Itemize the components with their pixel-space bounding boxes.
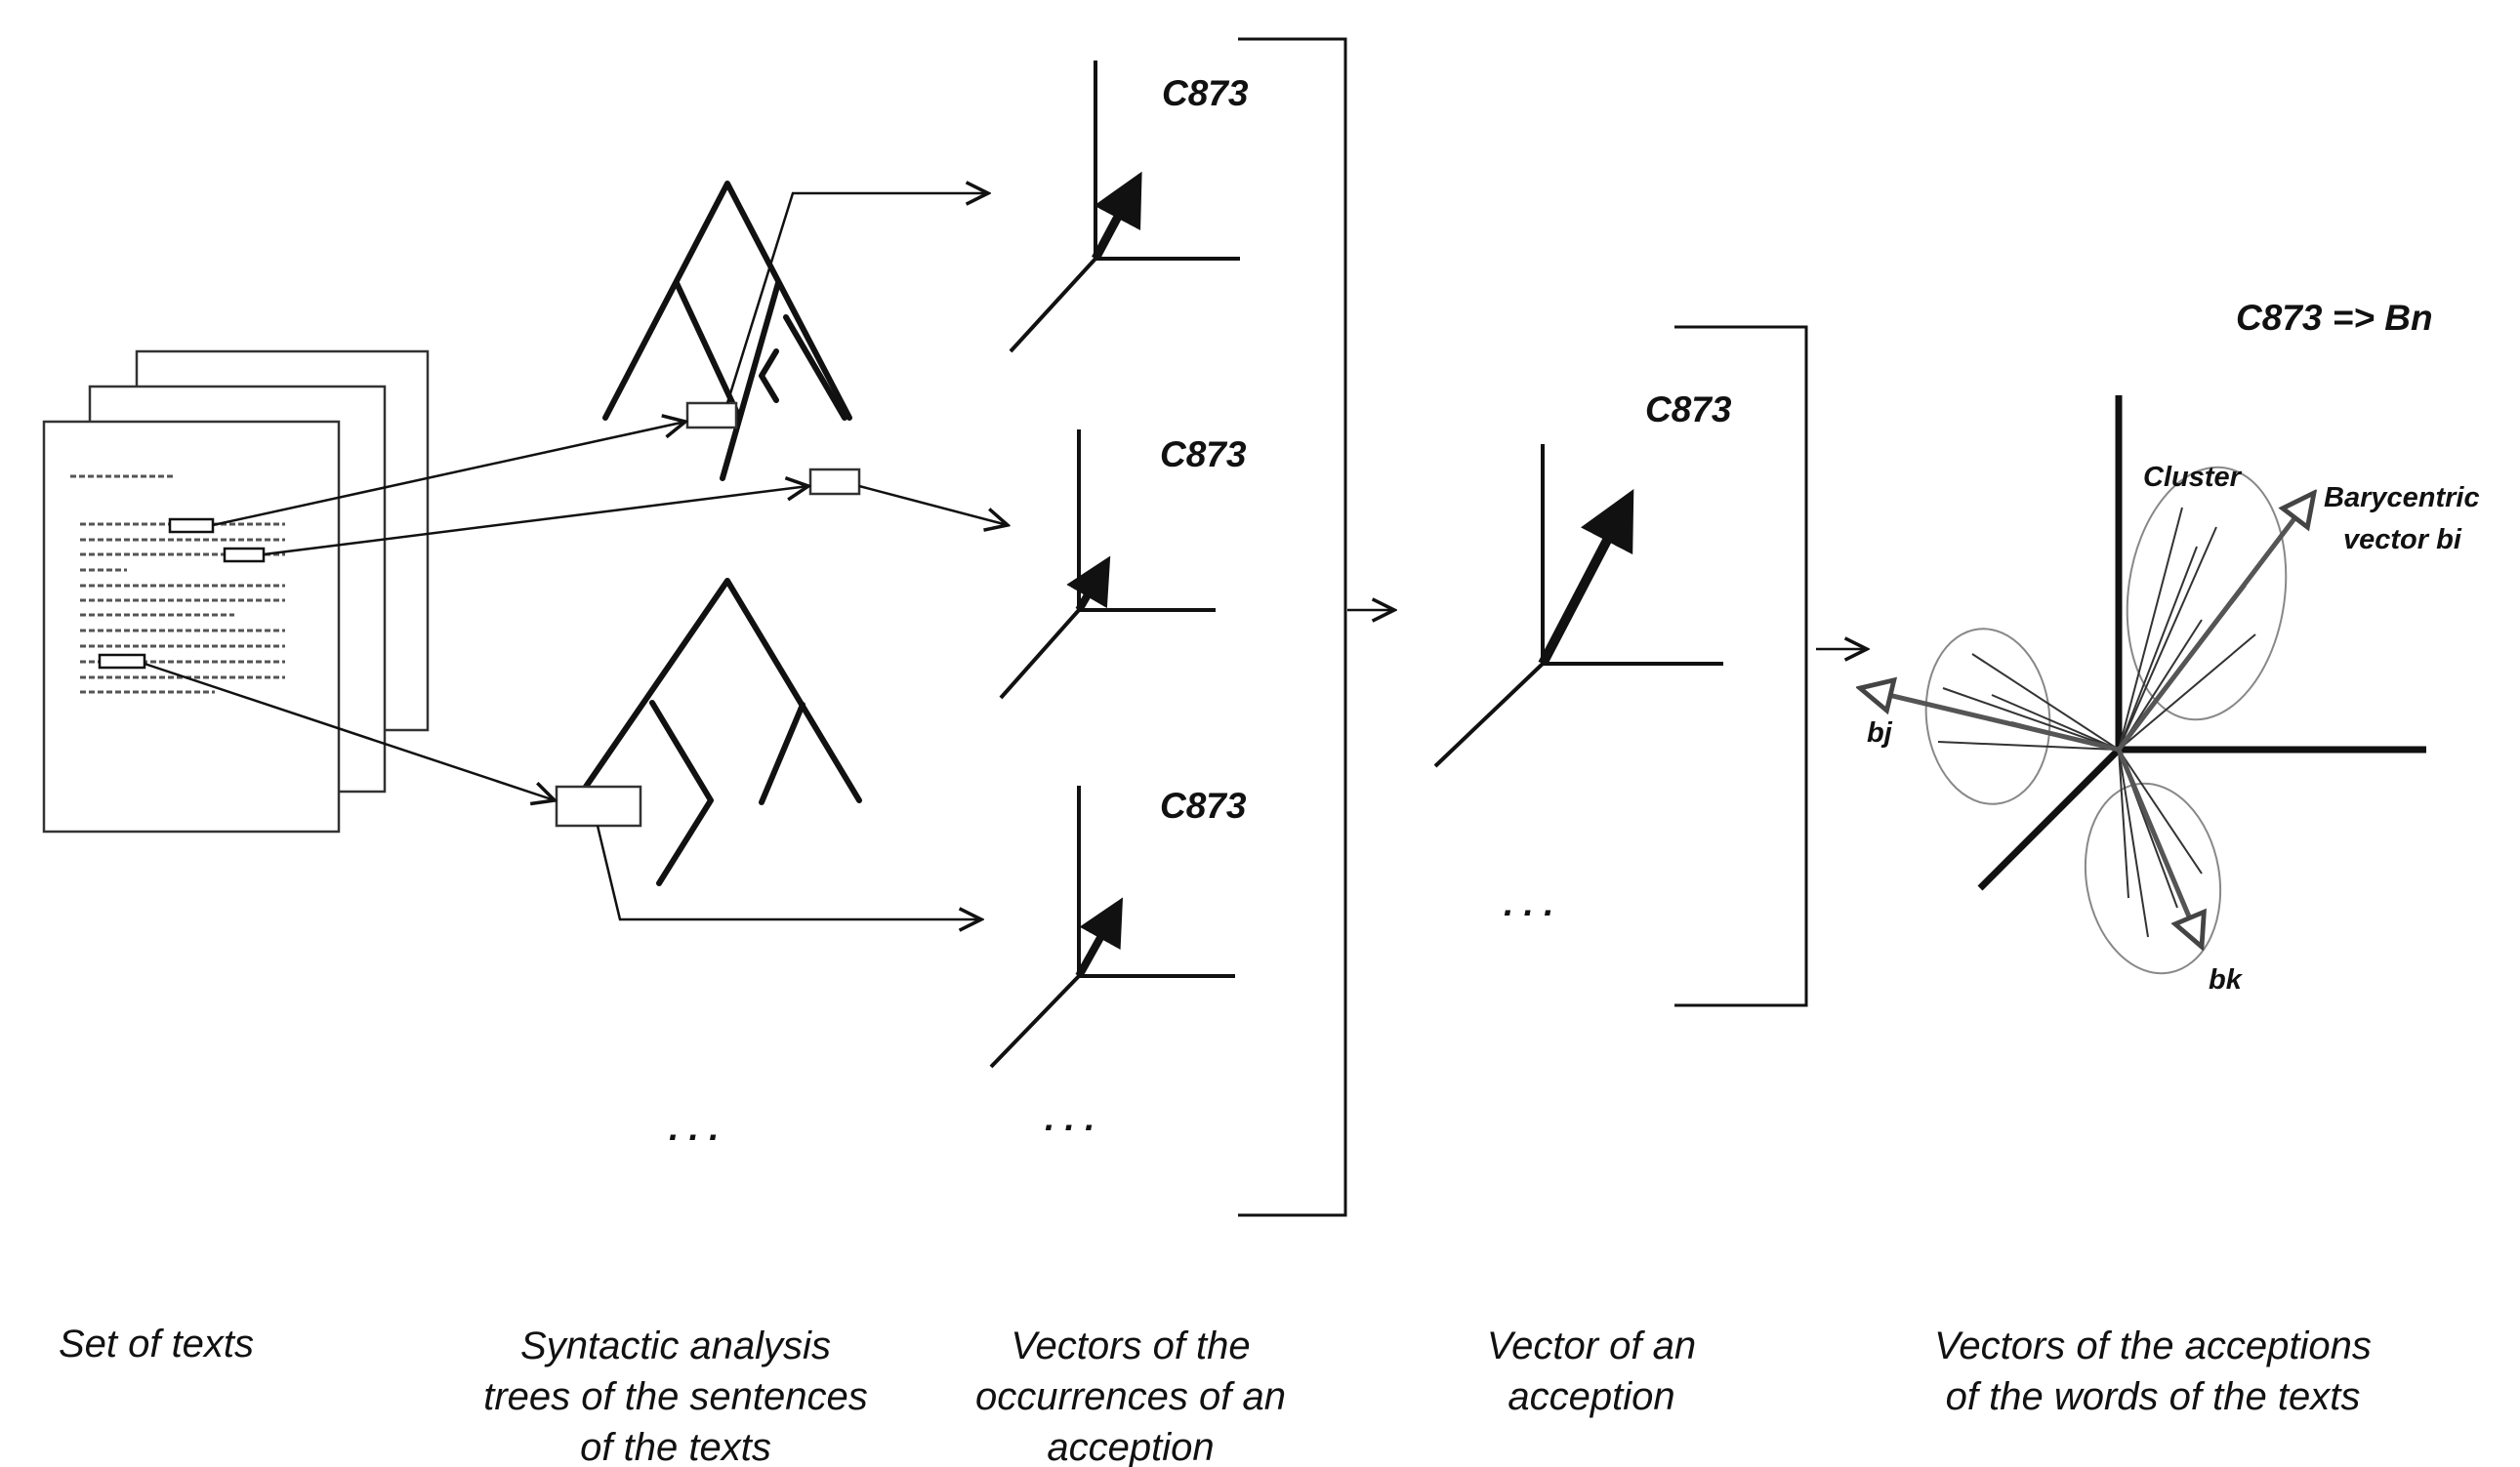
caption-syntactic-line1: Syntactic analysis	[520, 1324, 831, 1367]
flow-arrows	[144, 193, 1867, 919]
caption-occurrences-line2: occurrences of an	[975, 1375, 1286, 1418]
tree-node-box	[555, 785, 642, 828]
barycentric-vector-bk	[2116, 749, 2202, 947]
vector-arrow	[1092, 171, 1142, 262]
bj-label: bj	[1867, 717, 1893, 749]
cluster-ellipses	[1924, 466, 2288, 975]
occurrence-vector-3: C873	[989, 786, 1247, 1069]
acception-bracket	[1674, 325, 1808, 1007]
acception-vector: C873	[1433, 389, 1732, 768]
caption-set-of-texts: Set of texts	[59, 1323, 254, 1365]
document-stack	[42, 349, 430, 834]
occurrence-vector-1: C873	[1009, 61, 1249, 353]
word-highlight	[168, 517, 215, 534]
word-highlight	[98, 653, 146, 670]
vector-arrow	[1066, 555, 1111, 613]
caption-acception-line1: Vector of an	[1487, 1324, 1696, 1367]
barycentric-vector-bi	[2117, 493, 2314, 752]
cluster-axes	[1977, 395, 2426, 891]
vector-arrow	[1538, 489, 1634, 667]
caption-words-line1: Vectors of the acceptions	[1934, 1324, 2372, 1367]
mapping-label: C873 => Bn	[2236, 298, 2433, 338]
cluster-label: Cluster	[2143, 462, 2243, 493]
barycentric-vectors	[1860, 493, 2314, 947]
ellipsis-acceptions: . . .	[1504, 883, 1553, 923]
syntax-tree-top	[602, 181, 852, 481]
caption-occurrences-line3: acception	[1047, 1426, 1214, 1467]
occurrence-bracket	[1238, 37, 1347, 1217]
captions: Set of texts Syntactic analysis trees of…	[59, 1323, 2372, 1467]
ellipsis-occurrences: . . .	[1045, 1098, 1095, 1138]
vector-arrow	[1075, 897, 1124, 978]
caption-acception-line2: acception	[1508, 1375, 1674, 1418]
document-page-front	[42, 420, 341, 834]
word-highlight	[223, 547, 266, 563]
concept-label: C873	[1162, 73, 1249, 113]
tree-node-box	[808, 468, 861, 496]
cluster-vectors	[1937, 507, 2256, 938]
barycentric-vector-bj	[1860, 688, 2120, 753]
caption-syntactic-line2: trees of the sentences	[483, 1375, 868, 1418]
bk-label: bk	[2209, 964, 2244, 996]
cluster-ellipse	[2126, 466, 2288, 721]
cluster-ellipse	[2084, 782, 2222, 975]
syntax-tree-bottom	[583, 578, 862, 886]
occurrence-vector-2: C873	[999, 429, 1247, 700]
tree-node-box	[685, 401, 738, 429]
concept-label: C873	[1645, 389, 1732, 429]
ellipsis-trees: . . .	[669, 1108, 719, 1148]
caption-syntactic-line3: of the texts	[580, 1426, 771, 1467]
cluster-ellipse	[1924, 628, 2051, 805]
barycentric-label-line1: Barycentric	[2324, 482, 2480, 513]
concept-label: C873	[1160, 786, 1247, 826]
concept-label: C873	[1160, 434, 1247, 474]
caption-words-line2: of the words of the texts	[1946, 1375, 2361, 1418]
caption-occurrences-line1: Vectors of the	[1011, 1324, 1250, 1367]
barycentric-label-line2: vector bi	[2343, 524, 2462, 555]
